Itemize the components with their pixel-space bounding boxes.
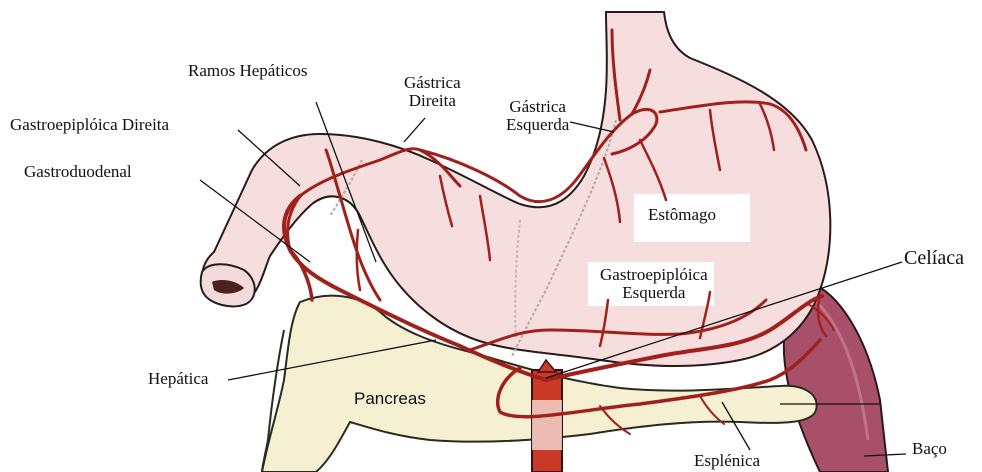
- label-hepatica: Hepática: [148, 370, 208, 388]
- label-pancreas: Pancreas: [354, 390, 426, 408]
- label-gastroduodenal: Gastroduodenal: [24, 163, 132, 181]
- label-ramos-hepaticos: Ramos Hepáticos: [188, 62, 307, 80]
- label-celiaca: Celíaca: [904, 248, 964, 269]
- label-gastrica-direita: Gástrica Direita: [404, 74, 461, 110]
- label-gastroepiploica-esquerda: Gastroepiplóica Esquerda: [600, 266, 708, 302]
- label-gastroepiploica-direita: Gastroepiplóica Direita: [10, 116, 169, 134]
- label-estomago: Estômago: [648, 206, 716, 224]
- label-gastroepiploica-esquerda-line2: Esquerda: [600, 284, 708, 302]
- label-baco: Baço: [912, 440, 947, 458]
- label-gastrica-esquerda-line1: Gástrica: [506, 98, 569, 116]
- label-gastrica-esquerda-line2: Esquerda: [506, 116, 569, 134]
- label-gastrica-direita-line1: Gástrica: [404, 74, 461, 92]
- label-gastrica-esquerda: Gástrica Esquerda: [506, 98, 569, 134]
- label-gastrica-direita-line2: Direita: [404, 92, 461, 110]
- label-esplenica: Esplénica: [694, 452, 760, 470]
- label-gastroepiploica-esquerda-line1: Gastroepiplóica: [600, 266, 708, 284]
